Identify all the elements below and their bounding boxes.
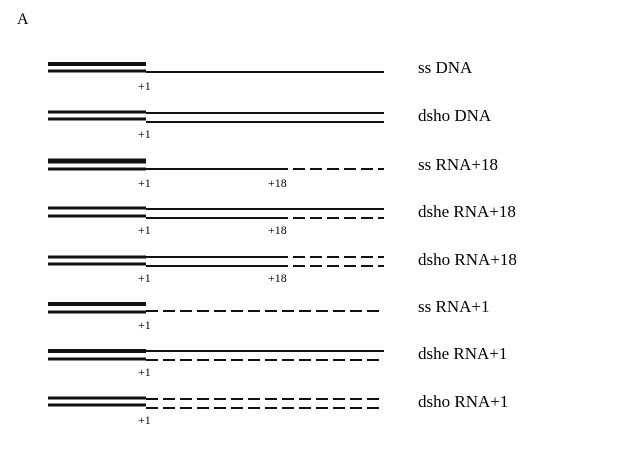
construct-row: +1 +18 dsho RNA+18 [48,250,517,285]
duplex-bar [48,302,146,306]
construct-row: +1 ss DNA [48,58,473,93]
position-label: +1 [138,176,151,190]
construct-name: ss DNA [418,58,473,77]
position-label: +18 [268,271,287,285]
duplex-bar [48,403,146,407]
duplex-bar [48,396,146,400]
construct-name: dsho RNA+1 [418,392,508,411]
construct-row: +1 +18 ss RNA+18 [48,155,498,190]
position-label: +18 [268,223,287,237]
duplex-bar [48,357,146,361]
construct-name: ss RNA+1 [418,297,489,316]
duplex-bar [48,167,146,171]
position-label: +18 [268,176,287,190]
construct-row: +1 dsho RNA+1 [48,392,508,427]
panel-letter: A [17,11,29,28]
construct-name: ss RNA+18 [418,155,498,174]
construct-name: dshe RNA+18 [418,202,516,221]
duplex-bar [48,349,146,353]
duplex-bar [48,158,146,164]
construct-row: +1 ss RNA+1 [48,297,489,332]
duplex-bar [48,206,146,210]
construct-row: +1 dsho DNA [48,106,492,141]
construct-name: dsho DNA [418,106,492,125]
position-label: +1 [138,271,151,285]
duplex-bar [48,117,146,121]
construct-row: +1 dshe RNA+1 [48,344,507,379]
construct-name: dsho RNA+18 [418,250,517,269]
position-label: +1 [138,79,151,93]
duplex-bar [48,110,146,114]
duplex-bar [48,69,146,73]
duplex-bar [48,62,146,66]
duplex-bar [48,310,146,314]
duplex-bar [48,214,146,218]
construct-rows: +1 ss DNA +1 dsho DNA +1 +18 ss RNA+18 +1 +18 dsh… [48,58,517,427]
position-label: +1 [138,365,151,379]
construct-row: +1 +18 dshe RNA+18 [48,202,516,237]
duplex-bar [48,262,146,266]
position-label: +1 [138,223,151,237]
position-label: +1 [138,127,151,141]
position-label: +1 [138,318,151,332]
position-label: +1 [138,413,151,427]
duplex-bar [48,255,146,259]
construct-name: dshe RNA+1 [418,344,507,363]
